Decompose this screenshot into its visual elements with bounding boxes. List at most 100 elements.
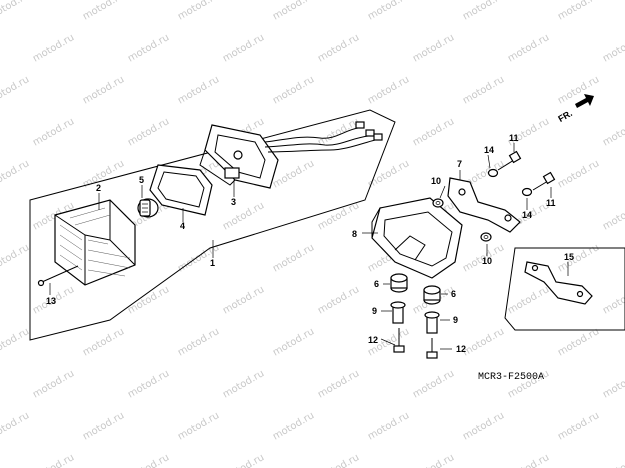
callout-labels: 2 5 4 3 1 13 8 7 10 10 14 14 11 11 6 6 9… xyxy=(46,133,574,354)
watermark-text: motod.ru xyxy=(316,284,361,316)
watermark-text: motod.ru xyxy=(221,200,266,232)
watermark-text: motod.ru xyxy=(556,326,601,358)
bulb xyxy=(137,198,159,218)
bolt-11a xyxy=(497,150,522,171)
watermark-text: motod.ru xyxy=(81,158,126,190)
watermark-text: motod.ru xyxy=(221,368,266,400)
watermark-text: motod.ru xyxy=(601,452,625,468)
watermark-text: motod.ru xyxy=(366,158,411,190)
diagram-code: MCR3-F2500A xyxy=(478,372,544,383)
watermark-text: motod.ru xyxy=(176,326,221,358)
watermark-text: motod.ru xyxy=(366,0,411,23)
watermark-text: motod.ru xyxy=(366,74,411,106)
callout-10a: 10 xyxy=(431,176,441,186)
watermark-text: motod.ru xyxy=(506,284,551,316)
watermark-text: motod.ru xyxy=(221,452,266,468)
callout-12b: 12 xyxy=(456,344,466,354)
washer-14a xyxy=(487,168,499,178)
callout-14a: 14 xyxy=(484,145,494,155)
watermark-text: motod.ru xyxy=(316,32,361,64)
callout-9a: 9 xyxy=(372,306,377,316)
watermark-text: motod.ru xyxy=(31,368,76,400)
watermark-text: motod.ru xyxy=(601,116,625,148)
watermark-text: motod.ru xyxy=(316,200,361,232)
watermark-text: motod.ru xyxy=(0,0,31,23)
watermark-text: motod.ru xyxy=(126,452,171,468)
watermark-text: motod.ru xyxy=(31,116,76,148)
arrow-icon xyxy=(575,94,594,108)
watermark-text: motod.ru xyxy=(506,452,551,468)
watermark-text: motod.ru xyxy=(556,242,601,274)
watermark-text: motod.ru xyxy=(316,452,361,468)
front-label: FR. xyxy=(556,108,574,124)
watermark-text: motod.ru xyxy=(126,32,171,64)
watermark-text: motod.ru xyxy=(366,410,411,442)
watermark-text: motod.ru xyxy=(316,368,361,400)
lamp-housing xyxy=(199,121,383,189)
bolt-12a xyxy=(393,328,405,353)
callout-11b: 11 xyxy=(546,198,556,208)
callout-6a: 6 xyxy=(374,279,379,289)
watermark-text: motod.ru xyxy=(221,32,266,64)
watermark-text: motod.ru xyxy=(176,74,221,106)
watermark-text: motod.ru xyxy=(221,284,266,316)
watermark-text: motod.ru xyxy=(461,326,506,358)
nut-10b xyxy=(480,232,492,242)
watermark-text: motod.ru xyxy=(461,74,506,106)
watermark-text: motod.ru xyxy=(0,242,31,274)
watermark-text: motod.ru xyxy=(31,452,76,468)
watermark-text: motod.ru xyxy=(81,326,126,358)
watermark-text: motod.ru xyxy=(271,158,316,190)
watermark-text: motod.ru xyxy=(271,326,316,358)
watermark-text: motod.ru xyxy=(556,158,601,190)
callout-14b: 14 xyxy=(522,210,532,220)
callout-12a: 12 xyxy=(368,335,378,345)
callout-8: 8 xyxy=(352,229,357,239)
watermark-text: motod.ru xyxy=(31,32,76,64)
watermark-text: motod.ru xyxy=(271,74,316,106)
watermark-text: motod.ru xyxy=(601,32,625,64)
collar-9a xyxy=(390,301,406,324)
bolt-11b xyxy=(532,171,556,191)
leader-lines xyxy=(49,143,569,350)
watermark-text: motod.ru xyxy=(556,74,601,106)
watermark-text: motod.ru xyxy=(601,368,625,400)
watermark-text: motod.ru xyxy=(411,368,456,400)
watermark-text: motod.ru xyxy=(81,0,126,23)
watermark-text: motod.ru xyxy=(81,74,126,106)
watermark-text: motod.ru xyxy=(0,158,31,190)
watermark-text: motod.ru xyxy=(0,410,31,442)
watermark-text: motod.ru xyxy=(271,242,316,274)
callout-2: 2 xyxy=(96,183,101,193)
watermark-text: motod.ru xyxy=(0,326,31,358)
watermark-text: motod.ru xyxy=(126,368,171,400)
callout-10b: 10 xyxy=(482,256,492,266)
nut-10a xyxy=(432,198,444,208)
screw-13 xyxy=(37,265,79,287)
watermark-text: motod.ru xyxy=(126,116,171,148)
callout-4: 4 xyxy=(180,221,185,231)
watermark-text: motod.ru xyxy=(461,410,506,442)
watermark-text: motod.ru xyxy=(506,32,551,64)
gasket xyxy=(149,164,213,216)
inset-panel xyxy=(504,247,625,331)
stay-bracket xyxy=(447,177,521,233)
watermark-text: motod.ru xyxy=(0,74,31,106)
callout-13: 13 xyxy=(46,296,56,306)
watermark-text: motod.ru xyxy=(176,0,221,23)
callout-3: 3 xyxy=(231,197,236,207)
watermark-text: motod.ru xyxy=(461,0,506,23)
watermark-text: motod.ru xyxy=(176,410,221,442)
watermark-text: motod.ru xyxy=(556,0,601,23)
callout-6b: 6 xyxy=(451,289,456,299)
callout-9b: 9 xyxy=(453,315,458,325)
watermark-text: motod.ru xyxy=(601,284,625,316)
watermark-text: motod.ru xyxy=(271,0,316,23)
callout-5: 5 xyxy=(139,175,144,185)
callout-11a: 11 xyxy=(509,133,519,143)
watermark-text: motod.ru xyxy=(411,116,456,148)
assembly-outline xyxy=(29,109,396,341)
watermark-text: motod.ru xyxy=(411,452,456,468)
